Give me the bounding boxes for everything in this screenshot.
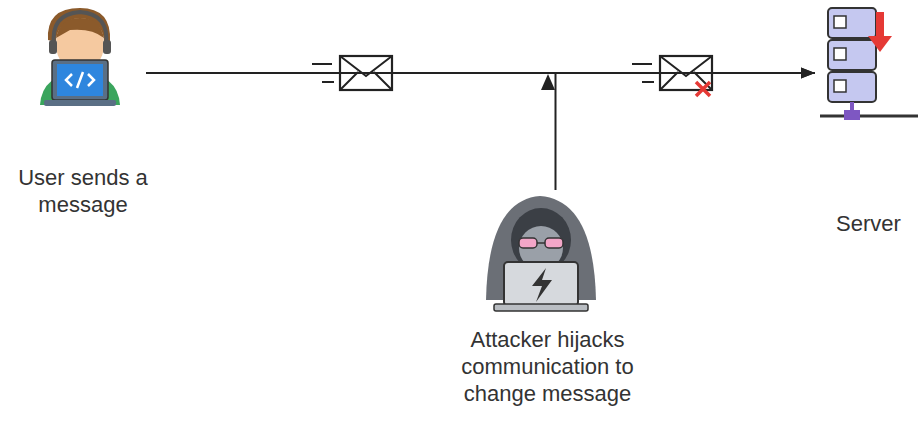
node-caption: Attacker hijacks communication to change… bbox=[440, 326, 655, 407]
node-caption: User sends a message bbox=[8, 164, 158, 218]
user-icon bbox=[40, 8, 120, 106]
node-caption: Server bbox=[815, 210, 922, 237]
server-node: Server bbox=[815, 0, 922, 241]
attacker-icon bbox=[486, 196, 596, 311]
altered-envelope bbox=[632, 56, 712, 96]
message-connector bbox=[556, 73, 816, 190]
attacker-node: Attacker hijacks communication to change… bbox=[440, 190, 655, 411]
server-icon bbox=[820, 8, 918, 120]
junction-arrowhead bbox=[541, 74, 555, 90]
user-node: User sends a message bbox=[8, 0, 158, 222]
